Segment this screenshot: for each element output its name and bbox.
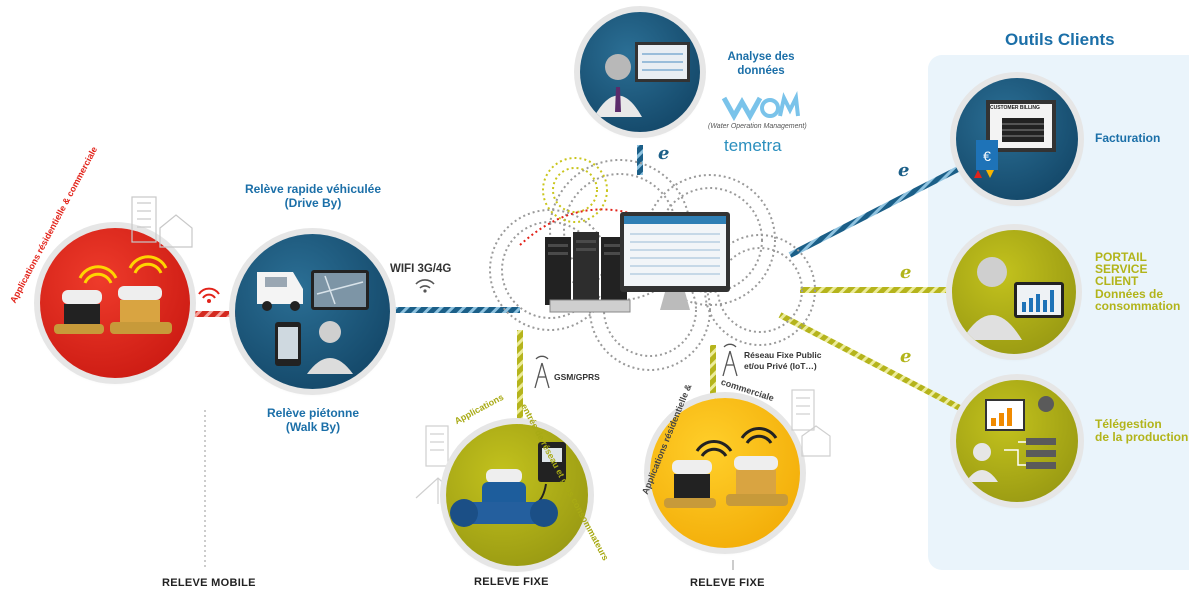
- reseau-line2: et/ou Privé (IoT…): [744, 361, 817, 371]
- bottom-label-mobile: RELEVE MOBILE: [162, 577, 256, 589]
- telegestion-line1: Télégestion: [1095, 417, 1162, 431]
- water-meter-icon: [54, 255, 172, 334]
- telegestion-line2: de la production: [1095, 430, 1189, 444]
- bottom-label-fixe-2: RELEVE FIXE: [690, 577, 765, 589]
- e-logo-icon-telegestion: e: [900, 346, 912, 367]
- antenna-icon-gsm: [534, 355, 550, 389]
- wifi-label: WIFI 3G/4G: [390, 263, 452, 275]
- mobile-reading-circle: [235, 234, 390, 389]
- drive-by-line2: (Drive By): [284, 196, 342, 210]
- bottom-label-fixe-1: RELEVE FIXE: [474, 576, 549, 588]
- wifi-signal-icon-red: [198, 287, 220, 303]
- gsm-label: GSM/GPRS: [554, 372, 600, 382]
- svg-text:€: €: [983, 148, 991, 164]
- city-outline-icon: [791, 389, 831, 457]
- portail-line3: CLIENT: [1095, 274, 1139, 288]
- temetra-logo: temetra: [724, 136, 782, 155]
- link-cloud-telegestion: [778, 312, 962, 411]
- residential-mobile-circle: [40, 228, 190, 378]
- portal-user-icon: [962, 257, 1064, 340]
- residential-fixed-circle: [650, 398, 800, 548]
- portail-line1: PORTAIL: [1095, 250, 1147, 264]
- portail-line2: SERVICE: [1095, 262, 1148, 276]
- server-monitor-icon: [545, 212, 730, 313]
- drive-by-line1: Relève rapide véhiculée: [244, 182, 382, 196]
- wifi-icon: [415, 279, 435, 293]
- walk-by-line2: (Walk By): [285, 420, 341, 434]
- bulk-meter-icon: [450, 442, 566, 527]
- client-tools-title: Outils Clients: [1005, 30, 1115, 49]
- telemanagement-icon: [966, 396, 1056, 482]
- portail-line5: consommation: [1095, 299, 1181, 313]
- network-entry-circle: [446, 424, 588, 566]
- facturation-label: Facturation: [1095, 131, 1161, 145]
- building-outline-icon: [131, 196, 193, 248]
- billing-screen-label: CUSTOMER BILLING: [990, 105, 1040, 111]
- wom-caption: (Water Operation Management): [708, 123, 807, 130]
- water-meter-icon-yellow: [664, 427, 788, 508]
- antenna-icon-reseau: [722, 343, 738, 377]
- e-logo-icon-portail: e: [900, 262, 912, 283]
- billing-circle: €: [956, 78, 1078, 200]
- billing-monitor-icon: €: [974, 100, 1056, 178]
- wom-logo-icon: [721, 91, 800, 122]
- analyst-monitor-icon: [594, 42, 690, 117]
- portal-circle: [952, 230, 1076, 354]
- walk-by-line1: Relève piétonne: [266, 406, 360, 420]
- telemanagement-circle: [956, 380, 1078, 502]
- van-tablet-phone-icon: [257, 270, 369, 374]
- reseau-line1: Réseau Fixe Public: [744, 350, 822, 360]
- analyse-label: Analyse des données: [727, 51, 795, 77]
- portail-line4: Données de: [1095, 287, 1164, 301]
- e-logo-icon-facturation: e: [898, 160, 910, 181]
- e-logo-icon: e: [658, 143, 670, 164]
- link-cloud-facturation: [788, 165, 962, 258]
- analyse-circle: [580, 12, 700, 132]
